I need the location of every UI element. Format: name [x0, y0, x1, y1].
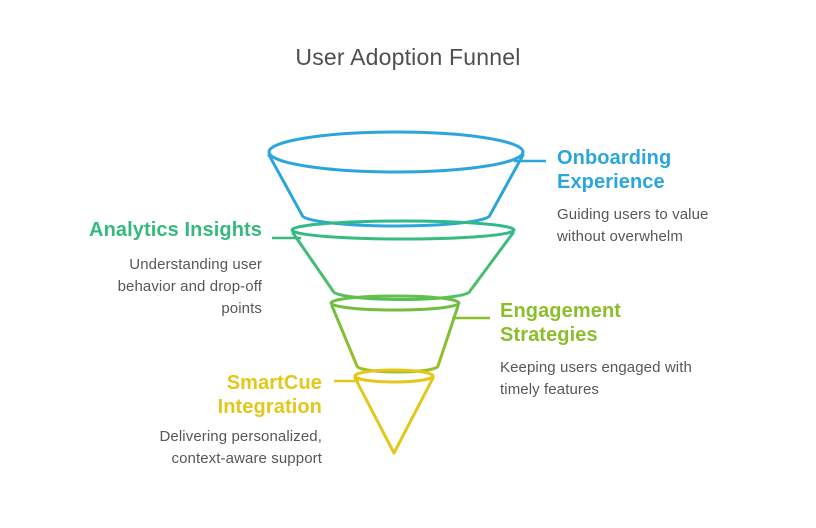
- funnel-stage-4-shape: [353, 368, 435, 455]
- stage-heading-engagement: Engagement Strategies: [500, 300, 622, 346]
- stage-label-block-engagement: Engagement Strategies Keeping users enga…: [500, 299, 710, 401]
- stage-heading-smartcue: SmartCue Integration: [217, 372, 322, 418]
- stage-description-engagement: Keeping users engaged with timely featur…: [500, 359, 692, 398]
- stage-description-analytics: Understanding user behavior and drop-off…: [117, 256, 262, 317]
- stage-description-onboarding: Guiding users to value without overwhelm: [557, 206, 709, 245]
- stage-description-smartcue: Delivering personalized, context-aware s…: [159, 428, 322, 467]
- funnel-stage-1-shape: [267, 130, 525, 228]
- stage-label-block-onboarding: Onboarding Experience Guiding users to v…: [557, 146, 737, 248]
- funnel-stage-3-shape: [329, 294, 461, 374]
- stage-heading-analytics: Analytics Insights: [89, 219, 262, 241]
- stage-label-block-smartcue: SmartCue Integration Delivering personal…: [144, 371, 322, 470]
- stage-label-block-analytics: Analytics Insights Understanding user be…: [62, 218, 262, 320]
- page-title: User Adoption Funnel: [295, 44, 521, 70]
- stage-heading-onboarding: Onboarding Experience: [557, 147, 672, 193]
- funnel-stage-2-shape: [290, 219, 516, 301]
